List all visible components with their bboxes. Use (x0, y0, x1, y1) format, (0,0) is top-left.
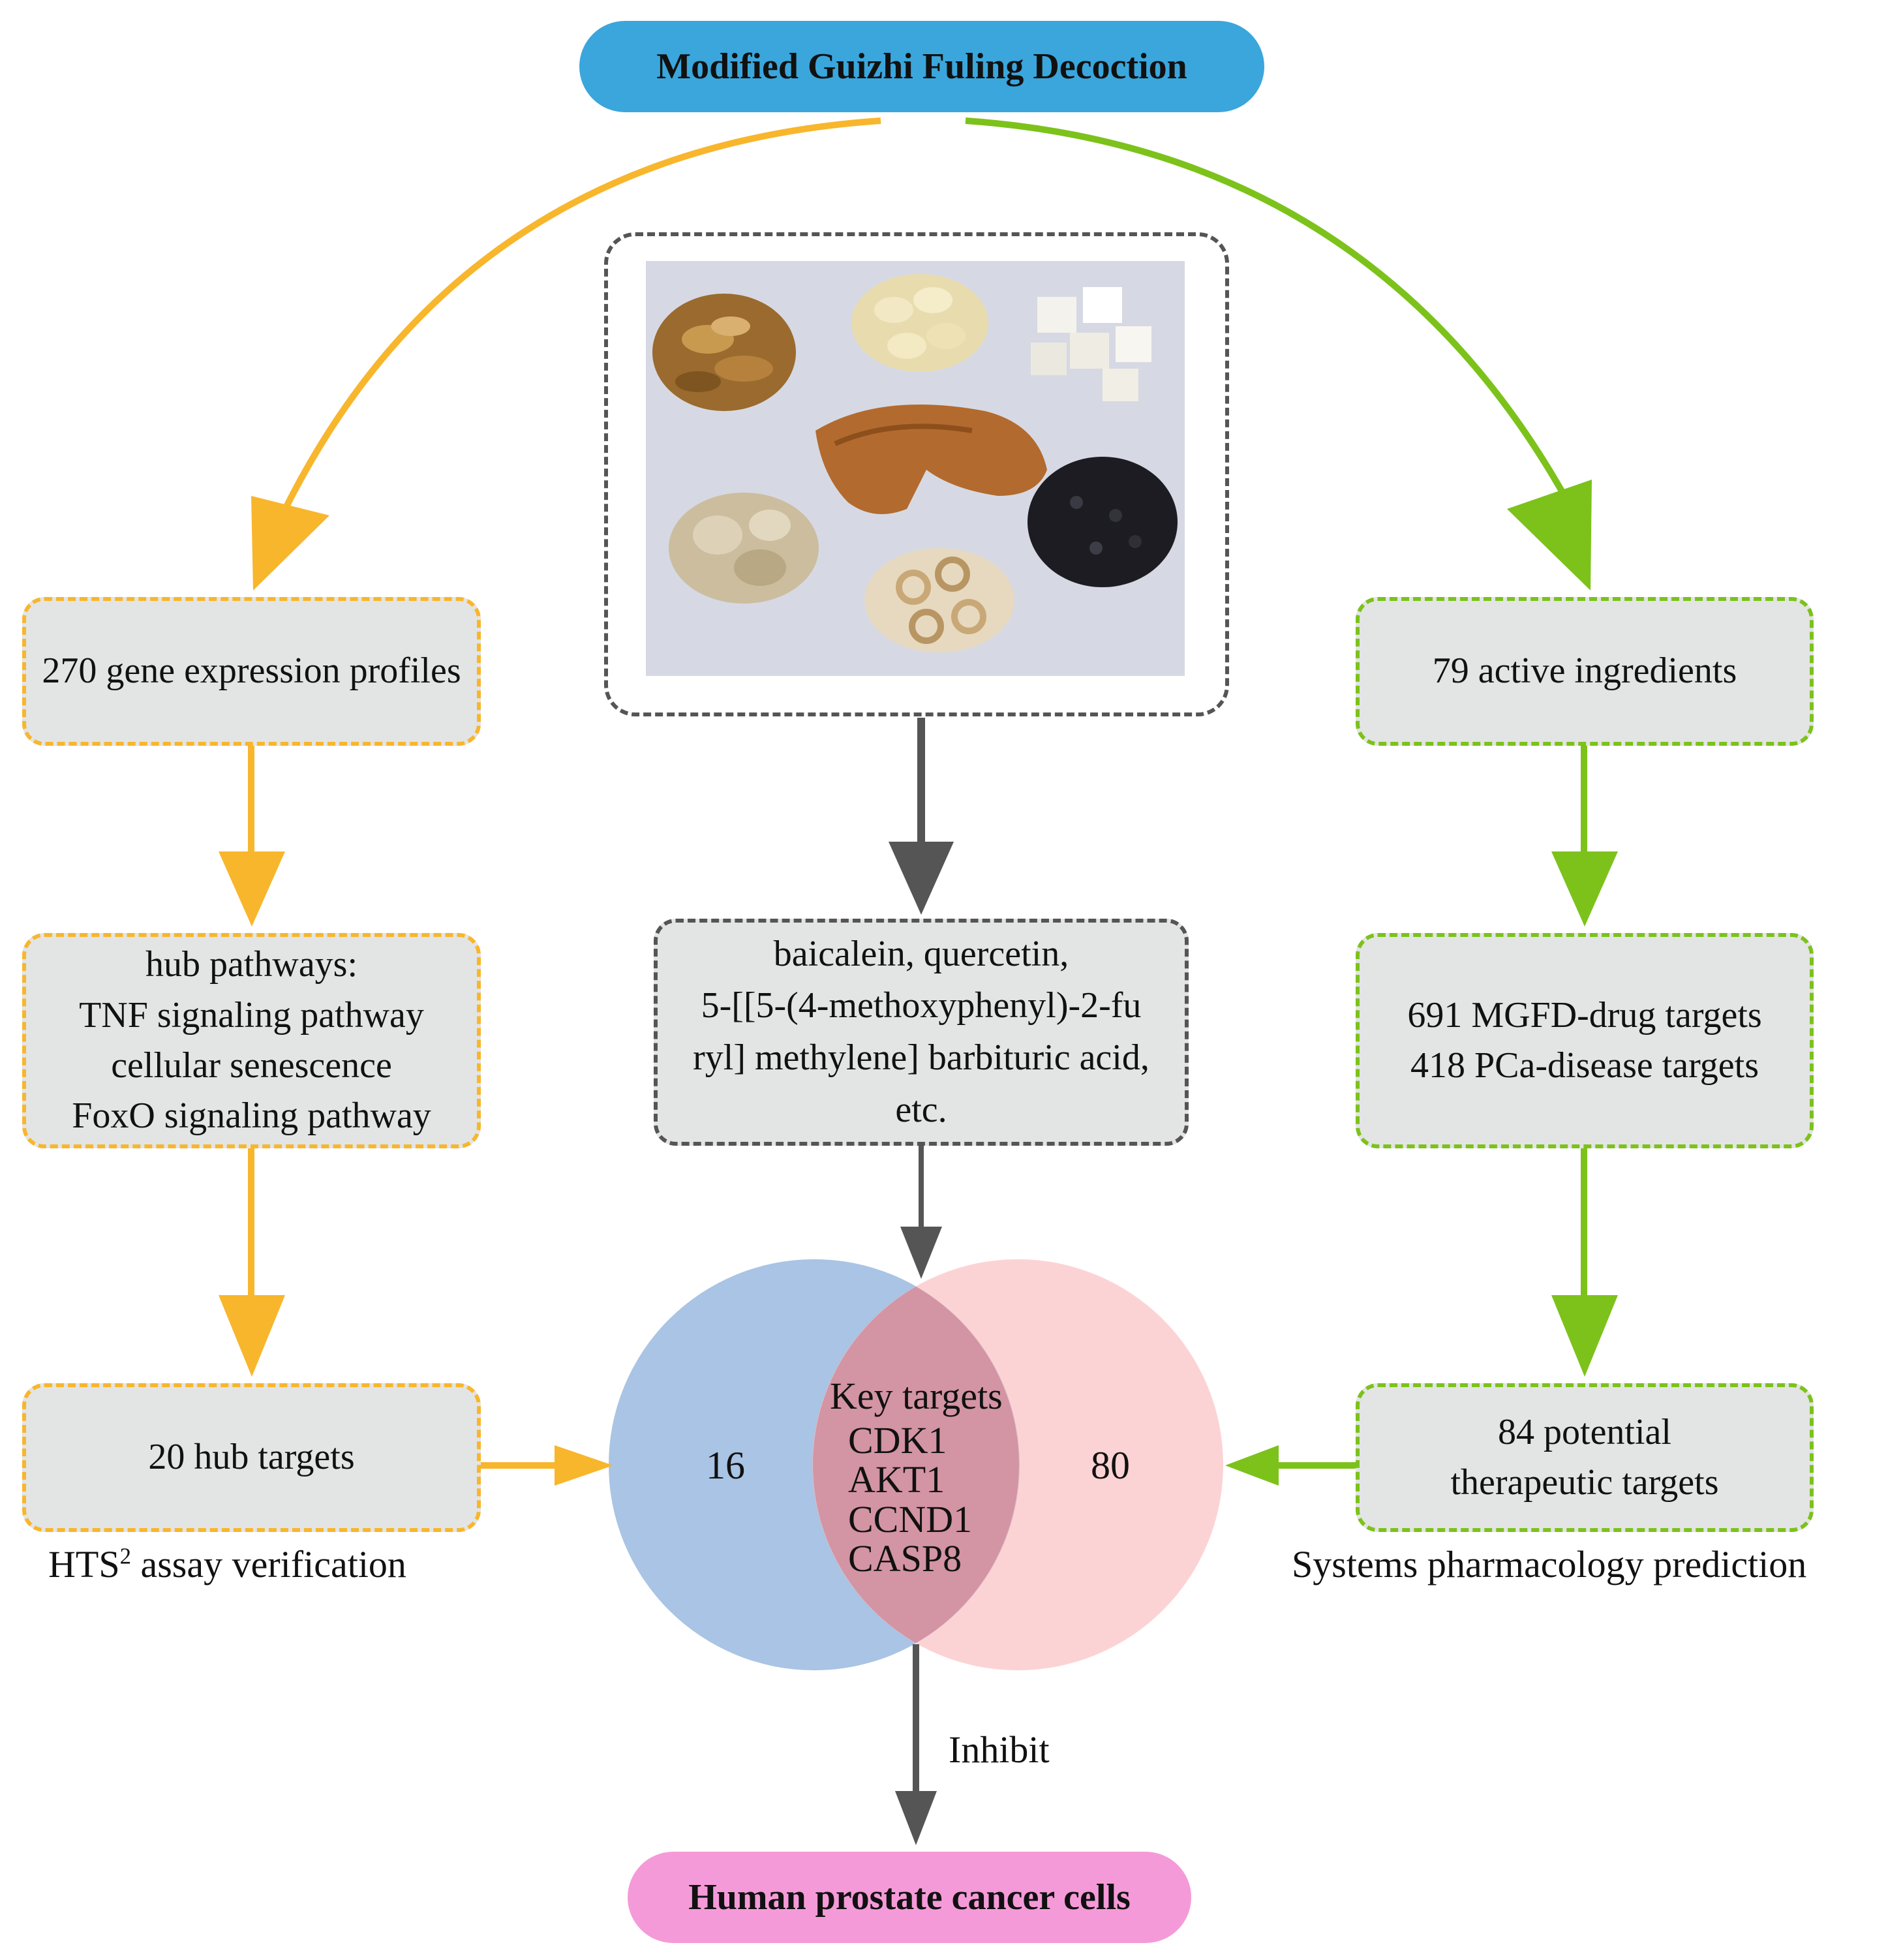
hub-targets-label: 20 hub targets (148, 1437, 355, 1478)
hub-pathways-box: hub pathways: TNF signaling pathway cell… (22, 933, 481, 1148)
hub-pathways-line-3: cellular senescence (111, 1045, 392, 1086)
potential-targets-line-2: therapeutic targets (1450, 1462, 1719, 1503)
hub-pathways-line-1: hub pathways: (145, 944, 358, 985)
disease-targets-line: 418 PCa-disease targets (1410, 1045, 1759, 1086)
key-target-2: AKT1 (848, 1458, 945, 1501)
inhibit-label: Inhibit (949, 1728, 1050, 1771)
arrowhead-ingredients-to-venn (900, 1227, 942, 1279)
endpoint-pill: Human prostate cancer cells (628, 1852, 1191, 1943)
hub-pathways-line-4: FoxO signaling pathway (72, 1095, 431, 1137)
herbal-ingredients-photo (646, 261, 1185, 676)
venn-right-count: 80 (1091, 1444, 1130, 1487)
left-caption: HTS2 assay verification (48, 1542, 406, 1586)
ingredients-line-1: baicalein, quercetin, (773, 933, 1069, 974)
herb-pile-5 (864, 548, 1014, 652)
arrow-title-to-right (965, 117, 1582, 524)
herbs-illustration (652, 274, 1178, 652)
drug-disease-targets-box: 691 MGFD-drug targets 418 PCa-disease ta… (1356, 933, 1814, 1148)
arrowhead-left-to-venn (555, 1445, 613, 1486)
photo-frame (604, 232, 1229, 716)
gene-expression-box: 270 gene expression profiles (22, 597, 481, 746)
venn-intersection (813, 1287, 1019, 1643)
arrowhead-left-2-3 (219, 1295, 285, 1377)
gene-expression-label: 270 gene expression profiles (42, 651, 461, 692)
arrow-title-to-left (269, 117, 881, 537)
ingredients-line-3: ryl] methylene] barbituric acid, (693, 1037, 1149, 1078)
potential-targets-line-1: 84 potential (1498, 1411, 1671, 1452)
ingredients-line-4: etc. (895, 1089, 947, 1130)
herb-pile-3 (1031, 287, 1151, 401)
arrowhead-right-1-2 (1551, 851, 1618, 926)
active-ingredients-label: 79 active ingredients (1432, 651, 1737, 692)
hub-pathways-line-2: TNF signaling pathway (79, 994, 424, 1035)
arrowhead-photo-to-ingredients (889, 842, 954, 915)
potential-targets-box: 84 potential therapeutic targets (1356, 1383, 1814, 1532)
venn-left-count: 16 (706, 1444, 745, 1487)
key-target-1: CDK1 (848, 1419, 947, 1462)
active-ingredients-box: 79 active ingredients (1356, 597, 1814, 746)
venn-key-list: CDK1 AKT1 CCND1 CASP8 (848, 1419, 973, 1580)
left-caption-suffix: assay verification (140, 1543, 406, 1585)
herb-pile-4 (669, 493, 819, 604)
drug-targets-line: 691 MGFD-drug targets (1407, 994, 1762, 1035)
ingredients-box: baicalein, quercetin, 5-[[5-(4-methoxyph… (654, 919, 1189, 1146)
left-caption-prefix: HTS (48, 1543, 120, 1585)
key-target-3: CCND1 (848, 1497, 973, 1540)
key-target-4: CASP8 (848, 1537, 962, 1580)
arrowhead-left-1-2 (219, 851, 285, 926)
title-pill: Modified Guizhi Fuling Decoction (579, 21, 1264, 112)
venn-key-title: Key targets (830, 1375, 1003, 1417)
hub-targets-box: 20 hub targets (22, 1383, 481, 1532)
herb-pile-1 (652, 294, 796, 411)
left-caption-sup: 2 (119, 1543, 131, 1569)
arrowhead-left-top (251, 496, 329, 590)
arrowhead-right-to-venn (1225, 1445, 1279, 1486)
herb-pile-6 (1028, 457, 1178, 587)
herb-root (815, 405, 1047, 514)
arrowhead-right-top (1507, 480, 1592, 590)
arrowhead-right-2-3 (1551, 1295, 1618, 1377)
right-caption: Systems pharmacology prediction (1292, 1543, 1807, 1585)
ingredients-line-2: 5-[[5-(4-methoxyphenyl)-2-fu (701, 985, 1142, 1026)
herb-pile-2 (851, 274, 988, 372)
arrowhead-venn-to-cells (895, 1791, 937, 1845)
